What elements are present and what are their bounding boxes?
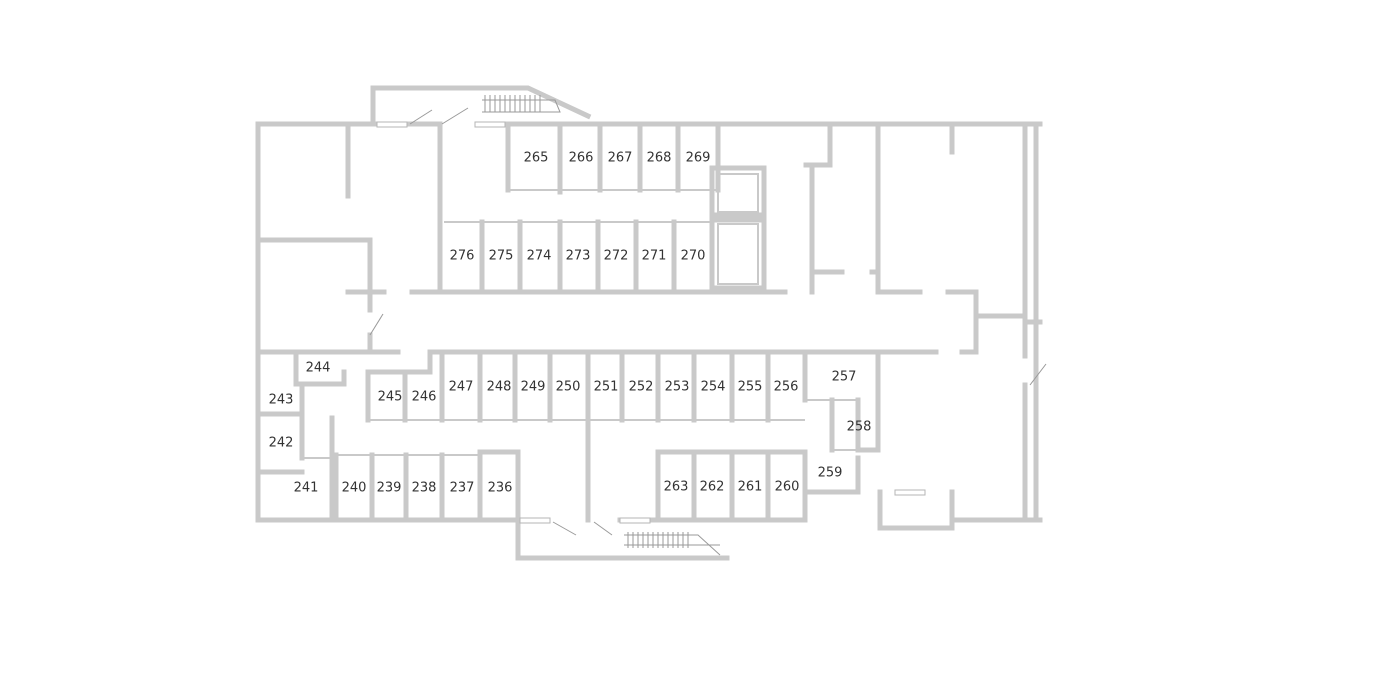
room-248[interactable]: 248	[487, 380, 512, 395]
room-274[interactable]: 274	[527, 249, 552, 264]
room-271[interactable]: 271	[642, 249, 667, 264]
room-270[interactable]: 270	[681, 249, 706, 264]
stair-bottom	[624, 532, 721, 556]
room-240[interactable]: 240	[342, 481, 367, 496]
room-267[interactable]: 267	[608, 151, 633, 166]
windows	[376, 121, 926, 524]
room-253[interactable]: 253	[665, 380, 690, 395]
room-246[interactable]: 246	[412, 390, 437, 405]
room-251[interactable]: 251	[594, 380, 619, 395]
room-244[interactable]: 244	[306, 361, 331, 376]
doors	[369, 107, 1047, 536]
room-241[interactable]: 241	[294, 481, 319, 496]
room-268[interactable]: 268	[647, 151, 672, 166]
room-261[interactable]: 261	[738, 480, 763, 495]
room-236[interactable]: 236	[488, 481, 513, 496]
room-256[interactable]: 256	[774, 380, 799, 395]
room-242[interactable]: 242	[269, 436, 294, 451]
room-237[interactable]: 237	[450, 481, 475, 496]
room-259[interactable]: 259	[818, 466, 843, 481]
room-238[interactable]: 238	[412, 481, 437, 496]
room-265[interactable]: 265	[524, 151, 549, 166]
room-269[interactable]: 269	[686, 151, 711, 166]
room-255[interactable]: 255	[738, 380, 763, 395]
room-276[interactable]: 276	[450, 249, 475, 264]
room-257[interactable]: 257	[832, 370, 857, 385]
room-254[interactable]: 254	[701, 380, 726, 395]
room-260[interactable]: 260	[775, 480, 800, 495]
staircases	[482, 95, 721, 556]
room-272[interactable]: 272	[604, 249, 629, 264]
room-245[interactable]: 245	[378, 390, 403, 405]
room-239[interactable]: 239	[377, 481, 402, 496]
room-273[interactable]: 273	[566, 249, 591, 264]
room-263[interactable]: 263	[664, 480, 689, 495]
room-247[interactable]: 247	[449, 380, 474, 395]
room-250[interactable]: 250	[556, 380, 581, 395]
room-275[interactable]: 275	[489, 249, 514, 264]
room-252[interactable]: 252	[629, 380, 654, 395]
walls	[255, 85, 1043, 561]
room-249[interactable]: 249	[521, 380, 546, 395]
stair-top	[482, 95, 561, 113]
room-262[interactable]: 262	[700, 480, 725, 495]
room-266[interactable]: 266	[569, 151, 594, 166]
room-labels: 265 266 267 268 269 276 275 274 273 272 …	[269, 151, 872, 496]
room-243[interactable]: 243	[269, 393, 294, 408]
room-258[interactable]: 258	[847, 420, 872, 435]
